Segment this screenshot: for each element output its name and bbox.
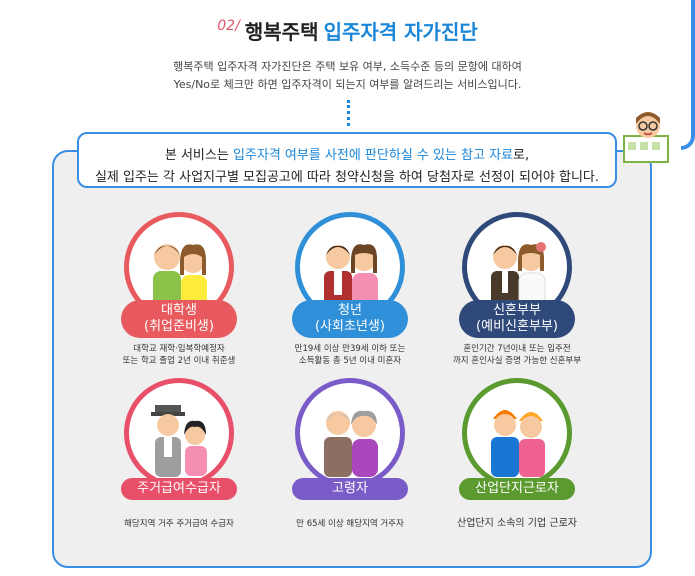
category-label-newlywed: 신혼부부 (예비신혼부부) <box>459 300 575 338</box>
category-label-youth-2: (사회초년생) <box>315 319 385 334</box>
section-number: 02 <box>217 18 236 34</box>
category-card-youth[interactable]: 청년 (사회초년생) 만19세 이상 만39세 이하 또는 소득활동 총 5년 … <box>280 212 420 366</box>
notice-box: 본 서비스는 입주자격 여부를 사전에 판단하실 수 있는 참고 자료로, 실제… <box>77 132 617 188</box>
elderly-illustration <box>295 378 405 488</box>
notice-line-2: 실제 입주는 각 사업지구별 모집공고에 따라 청약신청을 하여 당첨자로 선정… <box>94 170 600 185</box>
description-line-1: 행복주택 입주자격 자가진단은 주택 보유 여부, 소득수준 등의 문항에 대하… <box>173 60 522 73</box>
student-caption-2: 또는 학교 졸업 2년 이내 취준생 <box>122 356 236 366</box>
category-label-youth: 청년 (사회초년생) <box>292 300 408 338</box>
category-label-newlywed-2: (예비신혼부부) <box>476 319 558 334</box>
description-line-2: Yes/No로 체크만 하면 입주자격이 되는지 여부를 알려드리는 서비스입니… <box>173 78 522 91</box>
dotted-connector <box>347 100 353 126</box>
student-caption-1: 대학교 재학·입복학예정자 <box>133 344 225 354</box>
elderly-caption: 만 65세 이상 해당지역 거주자 <box>296 519 404 529</box>
category-label-student: 대학생 (취업준비생) <box>121 300 237 338</box>
category-label-industrial-worker: 산업단지근로자 <box>459 478 575 500</box>
category-card-industrial-worker[interactable]: 산업단지근로자 산업단지 소속의 기업 근로자 <box>447 378 587 529</box>
top-border-line <box>681 0 695 150</box>
section-heading: 02/ 행복주택 입주자격 자가진단 <box>0 16 695 45</box>
section-number-slash: / <box>235 18 240 34</box>
youth-caption-1: 만19세 이상 만39세 이하 또는 <box>294 344 406 354</box>
notice-line1-pre: 본 서비스는 <box>164 148 233 163</box>
housing-benefit-illustration <box>124 378 234 488</box>
category-label-housing-benefit: 주거급여수급자 <box>121 478 237 500</box>
notice-highlight: 입주자격 여부를 사전에 판단하실 수 있는 참고 자료 <box>232 148 514 163</box>
category-label-newlywed-1: 신혼부부 <box>493 303 541 318</box>
heading-title-part2: 입주자격 자가진단 <box>323 20 478 44</box>
notice-line-1: 본 서비스는 입주자격 여부를 사전에 판단하실 수 있는 참고 자료로, <box>79 144 615 163</box>
category-label-youth-1: 청년 <box>338 303 362 318</box>
category-card-elderly[interactable]: 고령자 만 65세 이상 해당지역 거주자 <box>280 378 420 529</box>
category-card-newlywed[interactable]: 신혼부부 (예비신혼부부) 혼인기간 7년이내 또는 입주전 까지 혼인사실 증… <box>447 212 587 366</box>
housing-benefit-caption: 해당지역 거주 주거급여 수급자 <box>124 519 234 529</box>
category-label-student-1: 대학생 <box>161 303 197 318</box>
mascot-illustration <box>620 108 676 168</box>
industrial-worker-illustration <box>462 378 572 488</box>
category-label-student-2: (취업준비생) <box>144 319 214 334</box>
notice-line1-post: 로, <box>513 148 530 163</box>
industrial-worker-caption: 산업단지 소속의 기업 근로자 <box>457 518 577 529</box>
category-card-housing-benefit[interactable]: 주거급여수급자 해당지역 거주 주거급여 수급자 <box>109 378 249 529</box>
category-label-elderly: 고령자 <box>292 478 408 500</box>
category-card-student[interactable]: 대학생 (취업준비생) 대학교 재학·입복학예정자 또는 학교 졸업 2년 이내… <box>109 212 249 366</box>
youth-caption-2: 소득활동 총 5년 이내 미혼자 <box>298 356 402 366</box>
heading-title-part1: 행복주택 <box>244 20 319 44</box>
newlywed-caption-2: 까지 혼인사실 증명 가능한 신혼부부 <box>452 356 582 366</box>
newlywed-caption-1: 혼인기간 7년이내 또는 입주전 <box>463 344 571 354</box>
